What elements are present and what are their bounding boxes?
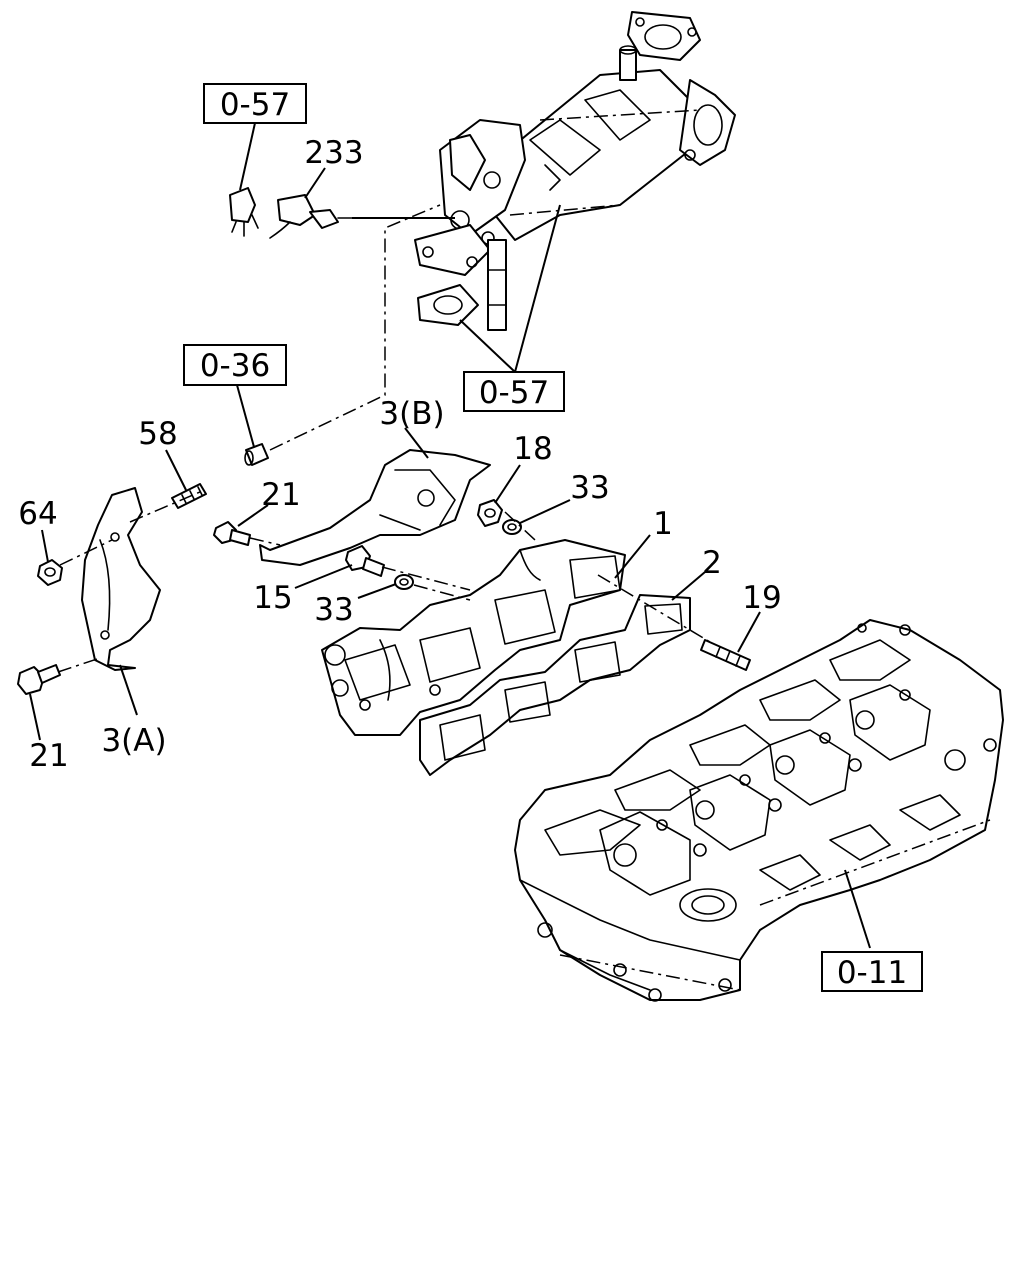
callout-3a: 3(A) xyxy=(101,723,166,759)
manifold-gasket-2 xyxy=(419,594,691,776)
callout-3b: 3(B) xyxy=(379,396,444,432)
washer-33-lower xyxy=(394,574,414,590)
washer-33-upper xyxy=(502,519,522,535)
callout-1: 1 xyxy=(653,506,673,542)
nut-64 xyxy=(37,559,63,586)
sensor-233 xyxy=(269,194,353,239)
bolt-15 xyxy=(345,545,385,577)
ref-box-0-11[interactable]: 0-11 xyxy=(821,951,923,992)
callout-58: 58 xyxy=(138,416,177,452)
nut-18 xyxy=(477,499,503,527)
callout-33-lower: 33 xyxy=(314,592,353,628)
exhaust-manifold-1 xyxy=(321,539,626,736)
callout-21-lower: 21 xyxy=(29,738,68,774)
heat-shield-3b xyxy=(259,449,491,566)
ref-box-0-36[interactable]: 0-36 xyxy=(183,344,287,386)
cylinder-head xyxy=(514,619,1004,1002)
callouts: 233 58 64 21 3(B) 18 33 1 2 19 15 33 21 … xyxy=(18,135,781,774)
ref-label-0-57-top: 0-57 xyxy=(220,87,290,123)
ref-label-0-36: 0-36 xyxy=(200,348,270,384)
callout-15: 15 xyxy=(253,580,292,616)
egr-connector xyxy=(229,187,259,237)
callout-2: 2 xyxy=(702,545,722,581)
callout-233: 233 xyxy=(304,135,363,171)
leader-lines xyxy=(29,122,871,949)
ref-label-0-57-bottom: 0-57 xyxy=(479,375,549,411)
sleeve xyxy=(244,443,269,466)
bolt-21-lower xyxy=(17,664,61,695)
callout-18: 18 xyxy=(513,431,552,467)
callout-64: 64 xyxy=(18,496,57,532)
egr-cooler-assembly xyxy=(414,11,736,331)
bolt-21-upper xyxy=(213,521,251,546)
stud-19 xyxy=(700,639,751,671)
heat-shield-3a xyxy=(81,487,161,671)
ref-label-0-11: 0-11 xyxy=(837,955,907,991)
callout-33-upper: 33 xyxy=(570,470,609,506)
ref-box-0-57-top[interactable]: 0-57 xyxy=(203,83,307,124)
callout-21-upper: 21 xyxy=(261,477,300,513)
ref-box-0-57-bottom[interactable]: 0-57 xyxy=(463,371,565,412)
callout-19: 19 xyxy=(742,580,781,616)
